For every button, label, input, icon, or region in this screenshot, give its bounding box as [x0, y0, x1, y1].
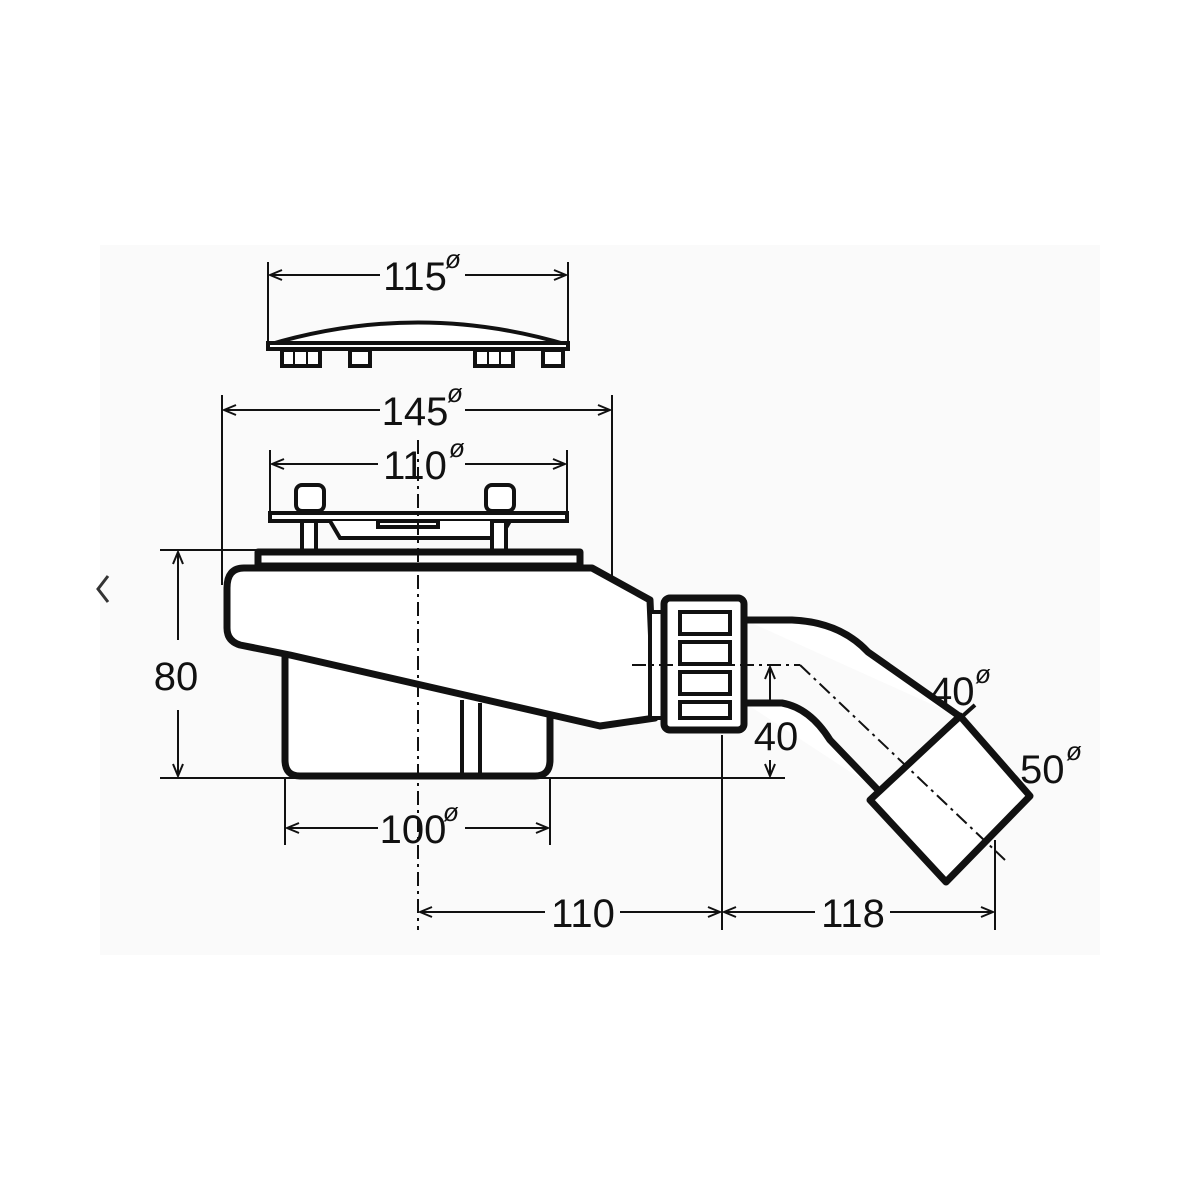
drawing-panel: [100, 245, 1100, 955]
previous-image-button[interactable]: [94, 572, 114, 606]
chevron-left-icon: [96, 575, 110, 603]
